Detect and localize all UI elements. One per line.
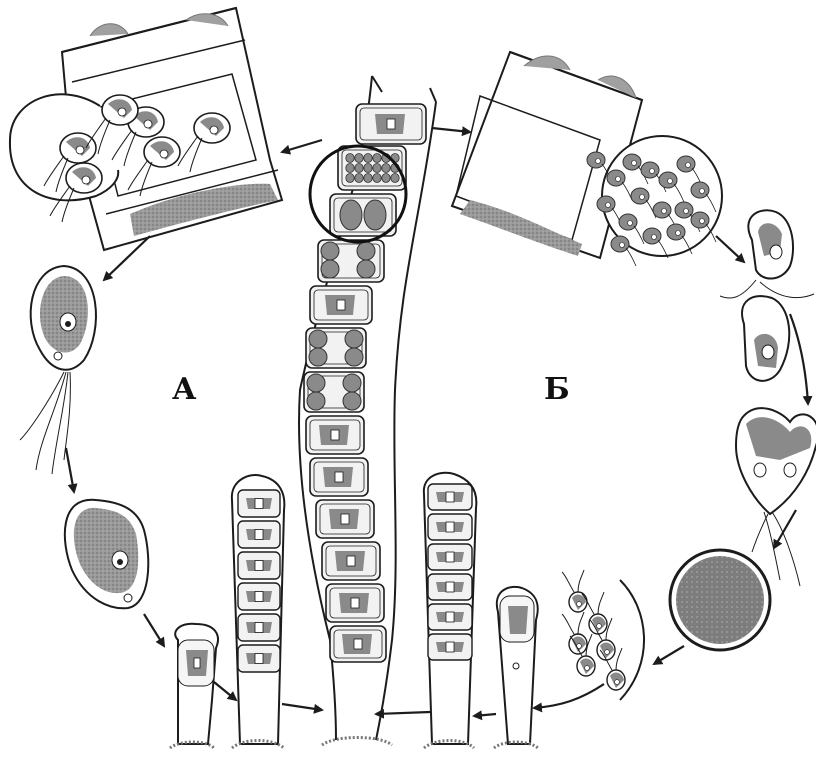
gamete: [355, 154, 363, 163]
arrow-zoospore-to-settling: [66, 448, 74, 492]
zoospore-in-cell: [345, 330, 363, 348]
zoospore-pair-fusing: [720, 210, 814, 381]
arrow-cyst-to-zoospores: [654, 646, 684, 664]
zygote-cyst: [670, 550, 770, 650]
cycle-label-a: А: [172, 372, 196, 407]
gamete: [346, 154, 354, 163]
zoospore-release-cell: [452, 52, 722, 266]
arrow-zoospores-to-fusing: [716, 236, 744, 262]
gamete: [364, 174, 372, 183]
zoospore-in-cell: [309, 330, 327, 348]
zoospore-in-cell: [307, 374, 325, 392]
zoospore-in-cell: [340, 200, 362, 230]
gamete: [382, 164, 390, 173]
released-zoospores: [562, 570, 644, 700]
arrow-fusing-to-planozygote: [790, 314, 808, 404]
gamete: [346, 174, 354, 183]
cycle-label-b: Б: [544, 372, 570, 407]
zoospore-large-flagellate: [20, 266, 96, 474]
arrow-right-filament-to-center: [376, 712, 430, 714]
gamete: [373, 164, 381, 173]
gamete-release-cell: [10, 8, 282, 250]
zoospore-in-cell: [357, 260, 375, 278]
zoospore-in-cell: [309, 348, 327, 366]
zoospore-in-cell: [345, 348, 363, 366]
arrow-planozygote-to-cyst: [774, 510, 796, 548]
arrow-zoospores-to-germling: [534, 684, 604, 708]
zoospore-in-cell: [307, 392, 325, 410]
gamete: [373, 154, 381, 163]
gamete: [391, 174, 399, 183]
zoospore-in-cell: [321, 242, 339, 260]
arrow-settling-to-germling: [144, 614, 164, 646]
young-germling-left: [170, 624, 218, 748]
young-germling-right: [494, 587, 538, 748]
arrow-germling-to-filament-right: [474, 714, 496, 716]
gamete: [346, 164, 354, 173]
settling-zoospore: [65, 500, 148, 609]
arrow-filament-left-to-center: [282, 704, 322, 710]
gamete: [382, 174, 390, 183]
arrow-filament-to-zoospores: [432, 128, 470, 132]
zoospore-in-cell: [343, 374, 361, 392]
gamete: [373, 174, 381, 183]
zoospore-in-cell: [343, 392, 361, 410]
arrow-filament-to-gametes: [282, 140, 322, 152]
arrow-germling-to-filament-left: [214, 682, 236, 700]
gamete: [355, 164, 363, 173]
gamete: [364, 164, 372, 173]
gamete: [355, 174, 363, 183]
young-filament-left: [232, 475, 285, 748]
zoospore-in-cell: [321, 260, 339, 278]
zoospore-in-cell: [364, 200, 386, 230]
gamete: [364, 154, 372, 163]
young-filament-right: [424, 473, 477, 748]
central-filament: [299, 76, 436, 745]
zoospore-in-cell: [357, 242, 375, 260]
